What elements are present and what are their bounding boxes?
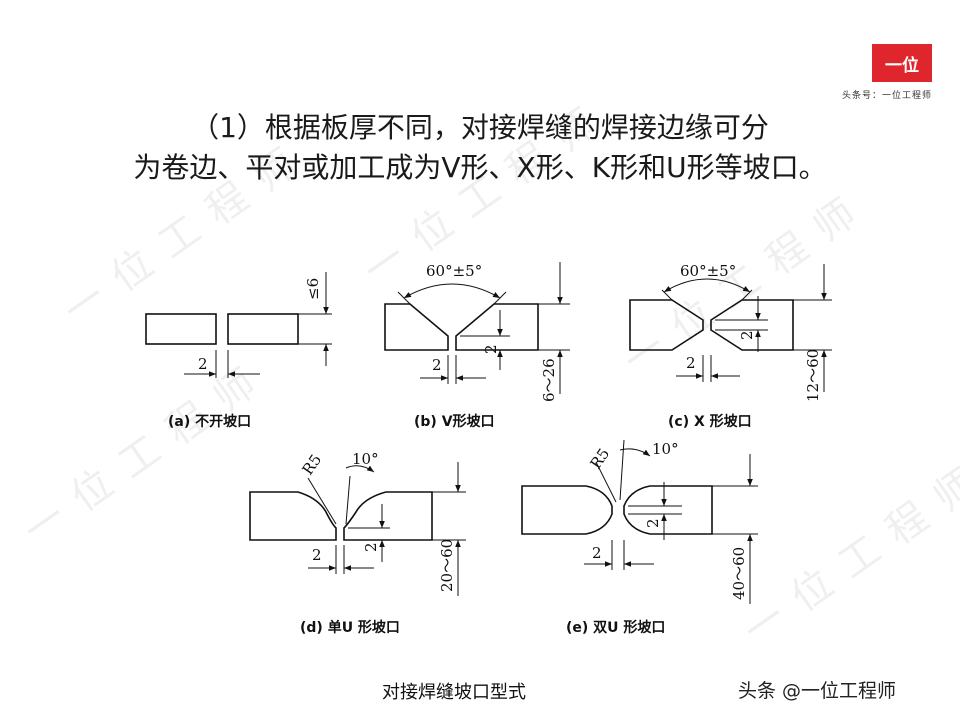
- fig-d-radius-label: R5: [299, 451, 326, 478]
- figure-b: [384, 262, 570, 394]
- fig-c-caption: (c) X 形坡口: [668, 413, 752, 430]
- fig-b-root-label: 2: [482, 344, 500, 354]
- fig-d-thickness-label: 20～60: [438, 539, 456, 592]
- fig-a-gap-label: 2: [198, 355, 208, 373]
- fig-b-thickness-label: 6～26: [540, 358, 558, 402]
- diagram-caption: 对接焊缝坡口型式: [382, 682, 526, 703]
- fig-e-root-label: 2: [644, 518, 662, 528]
- figure-e: [521, 439, 758, 604]
- fig-d-root-label: 2: [362, 542, 380, 552]
- fig-b-gap-label: 2: [432, 356, 442, 374]
- headline-line-1: （1）根据板厚不同，对接焊缝的焊接边缘可分: [191, 111, 769, 144]
- fig-a-thickness-label: ≤6: [304, 278, 322, 300]
- fig-e-angle-label: 10°: [652, 440, 679, 458]
- fig-a-caption: (a) 不开坡口: [168, 413, 251, 430]
- fig-d-gap-label: 2: [312, 546, 322, 564]
- figure-a: [145, 272, 332, 378]
- fig-d-caption: (d) 单U 形坡口: [300, 619, 400, 636]
- fig-d-angle-label: 10°: [352, 450, 379, 468]
- headline-line-2: 为卷边、平对或加工成为V形、X形、K形和U形等坡口。: [133, 151, 827, 184]
- figure-c: [629, 264, 832, 392]
- figure-d: [249, 462, 466, 596]
- headline: （1）根据板厚不同，对接焊缝的焊接边缘可分 为卷边、平对或加工成为V形、X形、K…: [100, 108, 860, 188]
- brand-subtitle: 头条号：一位工程师: [842, 91, 933, 101]
- fig-b-angle-label: 60°±5°: [426, 262, 482, 280]
- fig-e-caption: (e) 双U 形坡口: [566, 619, 665, 636]
- fig-e-radius-label: R5: [587, 445, 614, 472]
- fig-b-caption: (b) V形坡口: [414, 413, 495, 430]
- brand-logo: 一位: [872, 44, 932, 82]
- fig-c-gap-label: 2: [686, 354, 696, 372]
- fig-e-gap-label: 2: [592, 544, 602, 562]
- fig-c-angle-label: 60°±5°: [680, 262, 736, 280]
- source-credit: 头条 @一位工程师: [738, 680, 897, 702]
- fig-c-thickness-label: 12～60: [804, 349, 822, 402]
- fig-c-root-label: 2: [738, 330, 756, 340]
- fig-e-thickness-label: 40～60: [730, 547, 748, 600]
